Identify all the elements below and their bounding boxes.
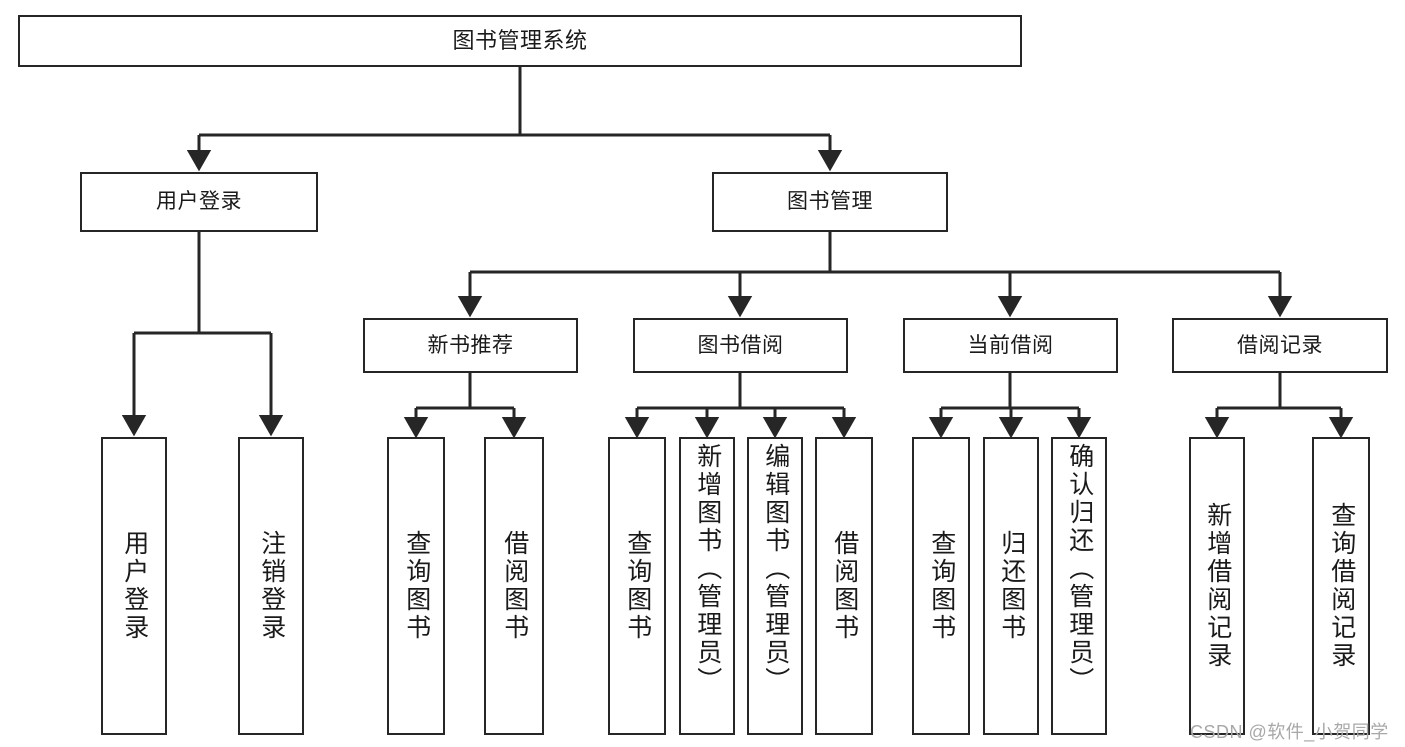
node-book-borrow[interactable]: 图书借阅: [633, 318, 848, 373]
node-label: 用户登录: [120, 530, 149, 642]
node-borrow-record[interactable]: 借阅记录: [1172, 318, 1388, 373]
node-label: 新增图书（管理员）: [693, 443, 722, 695]
node-leaf-user-login[interactable]: 用户登录: [101, 437, 167, 735]
node-leaf-logout-login[interactable]: 注销登录: [238, 437, 304, 735]
edge-current-borrow-to-leaves: [928, 373, 1092, 439]
node-label: 查询借阅记录: [1327, 502, 1356, 670]
node-label: 图书管理系统: [452, 27, 588, 53]
node-current-borrow[interactable]: 当前借阅: [903, 318, 1118, 373]
node-leaf-borrow-book[interactable]: 借阅图书: [815, 437, 873, 735]
node-leaf-query-book-borrow[interactable]: 查询图书: [608, 437, 666, 735]
node-new-book-recommend[interactable]: 新书推荐: [363, 318, 578, 373]
node-leaf-query-borrow-record[interactable]: 查询借阅记录: [1312, 437, 1370, 735]
node-user-login[interactable]: 用户登录: [80, 172, 318, 232]
node-book-management[interactable]: 图书管理: [712, 172, 948, 232]
node-label: 借阅图书: [830, 530, 859, 642]
node-label: 图书管理: [787, 190, 873, 214]
edge-new-book-recommend-to-leaves: [403, 373, 527, 439]
node-label: 当前借阅: [967, 333, 1054, 357]
node-leaf-borrow-book-recommend[interactable]: 借阅图书: [484, 437, 544, 735]
csdn-watermark: CSDN @软件_小贺同学: [1190, 722, 1389, 742]
node-leaf-query-book-recommend[interactable]: 查询图书: [387, 437, 445, 735]
node-label: 查询图书: [402, 530, 431, 642]
edge-borrow-record-to-leaves: [1204, 373, 1354, 439]
node-label: 借阅图书: [500, 530, 529, 642]
node-leaf-return-book[interactable]: 归还图书: [983, 437, 1039, 735]
node-root-book-management-system[interactable]: 图书管理系统: [18, 15, 1022, 67]
node-label: 新书推荐: [427, 333, 514, 357]
edge-root-to-level2: [186, 67, 843, 172]
edge-book-manage-to-level3: [457, 232, 1293, 318]
node-label: 查询图书: [623, 530, 652, 642]
node-leaf-add-book-admin[interactable]: 新增图书（管理员）: [679, 437, 735, 735]
node-leaf-edit-book-admin[interactable]: 编辑图书（管理员）: [747, 437, 803, 735]
node-label: 图书借阅: [697, 333, 784, 357]
node-leaf-confirm-return-admin[interactable]: 确认归还（管理员）: [1051, 437, 1107, 735]
node-label: 新增借阅记录: [1203, 502, 1232, 670]
node-label: 查询图书: [927, 530, 956, 642]
edge-user-login-to-leaves: [121, 232, 284, 437]
node-label: 用户登录: [156, 190, 242, 214]
node-leaf-add-borrow-record[interactable]: 新增借阅记录: [1189, 437, 1245, 735]
node-label: 借阅记录: [1237, 333, 1323, 357]
node-label: 确认归还（管理员）: [1065, 443, 1094, 695]
node-label: 归还图书: [997, 530, 1026, 642]
node-label: 编辑图书（管理员）: [761, 443, 790, 695]
node-leaf-query-book-current[interactable]: 查询图书: [912, 437, 970, 735]
node-label: 注销登录: [257, 530, 286, 642]
edge-book-borrow-to-leaves: [624, 373, 857, 439]
